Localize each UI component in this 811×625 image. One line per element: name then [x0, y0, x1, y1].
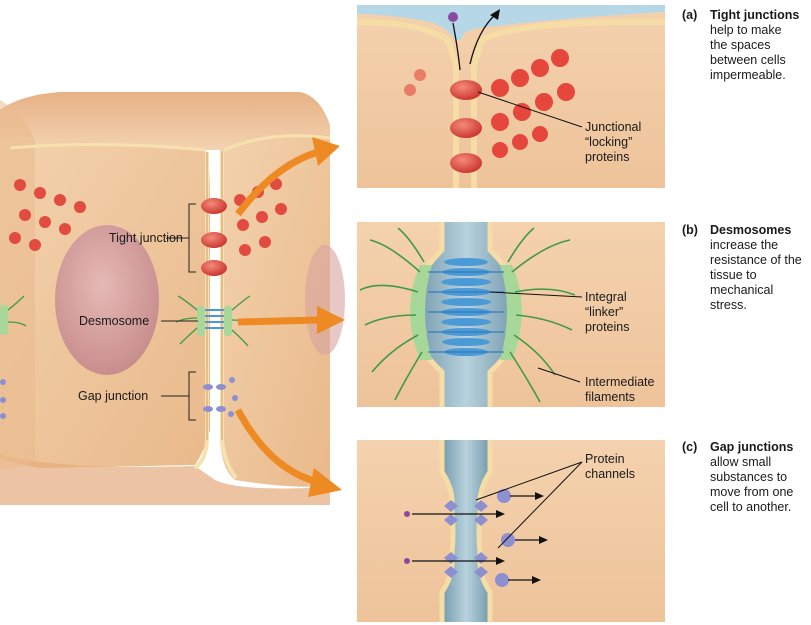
label-tight-junction: Tight junction	[109, 231, 183, 245]
panel-desmosome	[357, 222, 665, 407]
label-brackets	[161, 203, 198, 421]
label-intermediate-filaments: Intermediate filaments	[585, 375, 655, 404]
label-protein-channels: Protein channels	[585, 452, 636, 481]
zoom-arrows	[234, 137, 345, 497]
cell-block	[0, 92, 345, 505]
tight-junction-strands	[9, 178, 287, 276]
panel-gap-junction	[357, 440, 665, 622]
gap-junction-small	[0, 377, 238, 419]
label-desmosome: Desmosome	[79, 314, 150, 328]
label-gap-junction: Gap junction	[78, 389, 149, 403]
nucleus	[55, 225, 159, 375]
desmosome-small	[0, 295, 255, 347]
label-integral-linker-proteins: Integral “linker” proteins	[585, 290, 630, 334]
label-junctional-locking-proteins: Junctional “locking” proteins	[585, 120, 642, 164]
panel-tight-junction	[356, 5, 666, 188]
